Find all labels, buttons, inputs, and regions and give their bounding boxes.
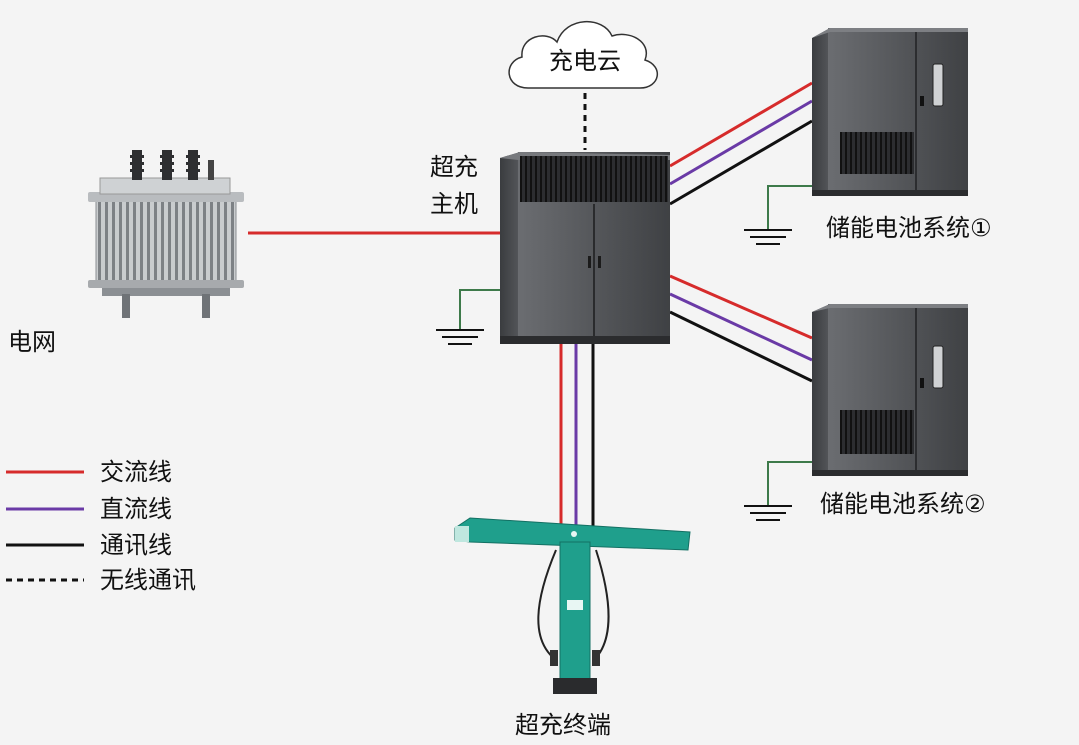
grid-label: 电网 (8, 328, 56, 356)
ac-line-host-battery1 (669, 81, 813, 168)
supercharger-terminal: 超充终端 (454, 517, 691, 739)
legend: 交流线 直流线 通讯线 无线通讯 (6, 458, 196, 594)
battery-cabinet-icon (812, 28, 968, 196)
legend-item-wireless: 无线通讯 (6, 566, 196, 594)
supercharger-host: 超充 主机 (430, 152, 670, 345)
battery-system-1: 储能电池系统① (744, 28, 992, 245)
comm-line-host-battery2 (669, 310, 813, 383)
transformer: 电网 (8, 150, 244, 356)
connection-lines (248, 81, 813, 538)
legend-item-ac: 交流线 (6, 458, 172, 486)
legend-item-dc: 直流线 (6, 495, 172, 523)
comm-line-host-battery1 (669, 119, 813, 206)
battery-system-2: 储能电池系统② (744, 304, 986, 521)
battery-cabinet-icon (812, 304, 968, 476)
host-cabinet-icon (500, 152, 670, 344)
charging-terminal-icon (454, 517, 691, 694)
transformer-icon (88, 150, 244, 318)
legend-label-comm: 通讯线 (100, 531, 172, 559)
dc-line-host-battery1 (669, 99, 813, 186)
ac-line-host-battery2 (669, 274, 813, 340)
cloud-icon (508, 21, 658, 89)
battery2-ground-icon (744, 461, 812, 521)
host-label-line1: 超充 (430, 153, 478, 181)
legend-item-comm: 通讯线 (6, 531, 172, 559)
dc-line-host-battery2 (669, 292, 813, 362)
terminal-label: 超充终端 (515, 711, 611, 739)
legend-label-wireless: 无线通讯 (100, 566, 196, 594)
legend-label-dc: 直流线 (100, 495, 172, 523)
cloud-label: 充电云 (549, 47, 621, 75)
battery2-label: 储能电池系统② (820, 490, 986, 518)
battery1-label: 储能电池系统① (826, 214, 992, 242)
charging-cloud: 充电云 (508, 21, 658, 89)
battery1-ground-icon (744, 185, 812, 245)
host-label-line2: 主机 (430, 190, 478, 218)
legend-label-ac: 交流线 (100, 458, 172, 486)
host-ground-icon (436, 289, 500, 345)
